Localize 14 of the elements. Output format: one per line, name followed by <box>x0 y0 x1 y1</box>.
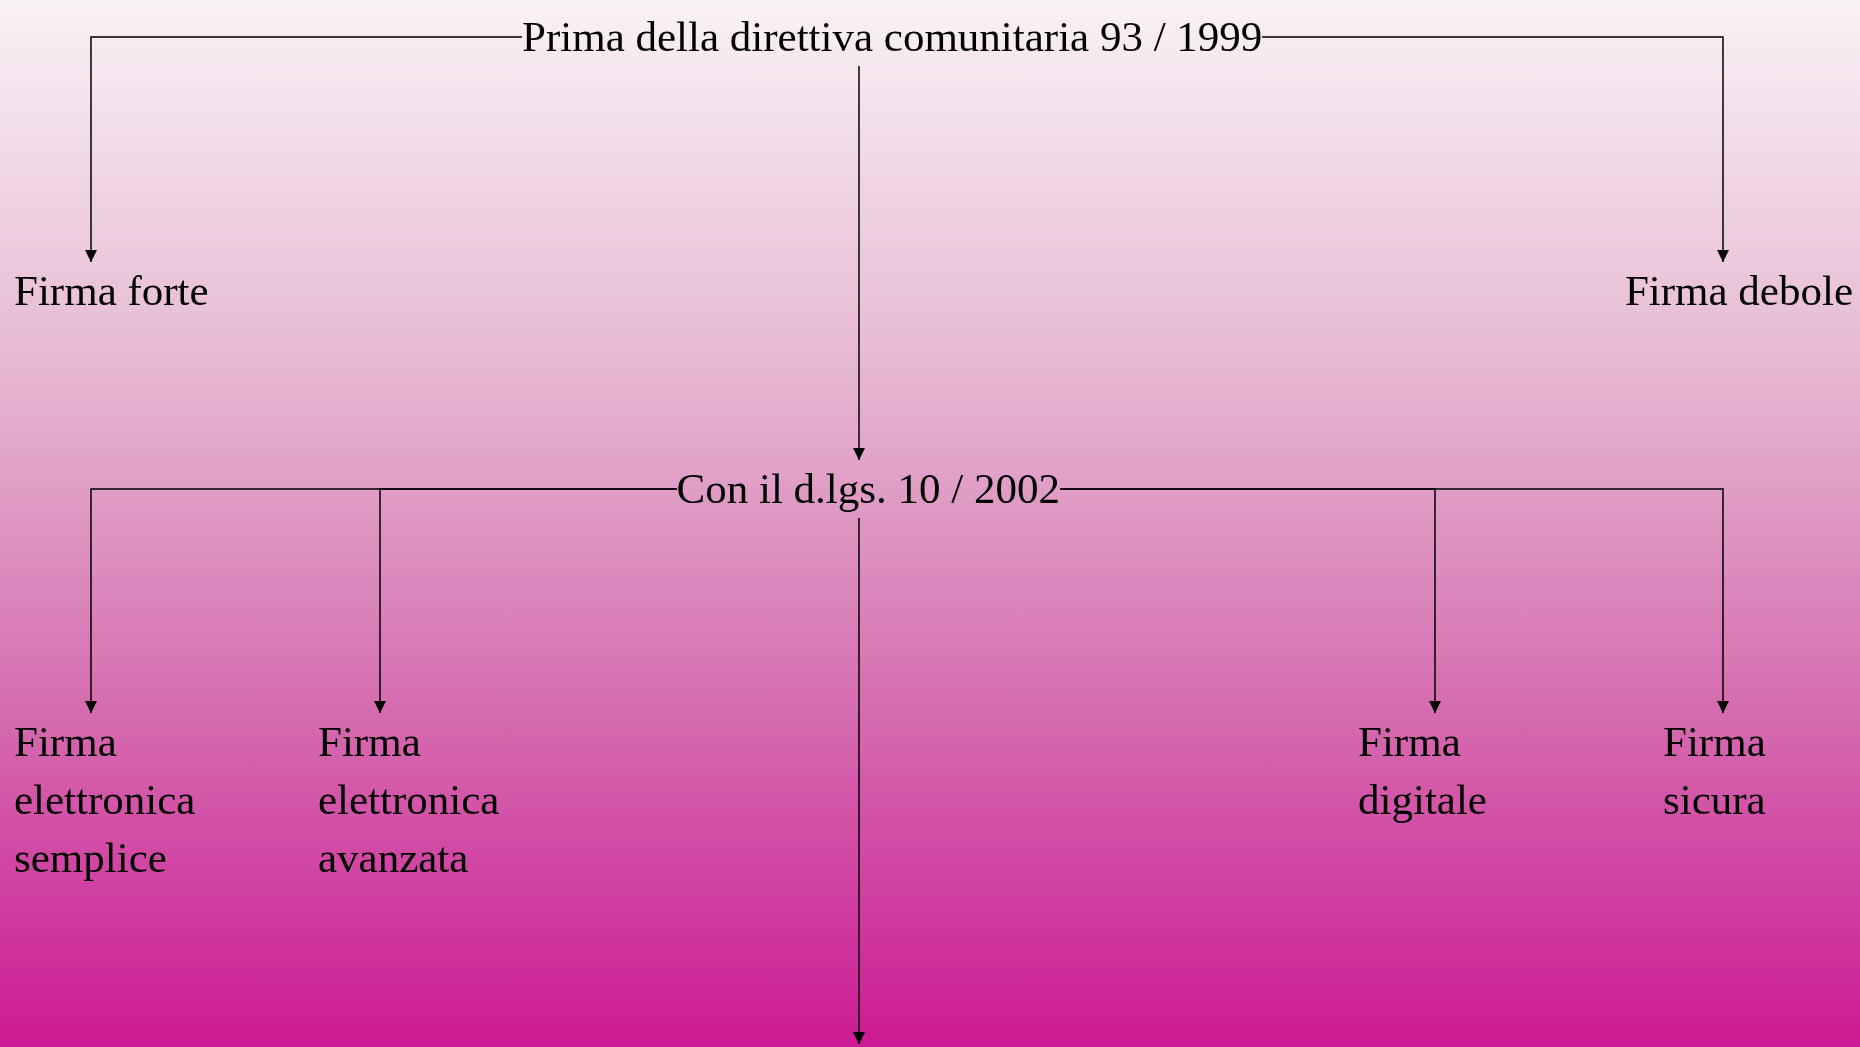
arrow <box>1059 488 1729 714</box>
node-label: Firma digitale <box>1358 717 1488 826</box>
node-label: Firma elettronica semplice <box>14 717 197 884</box>
arrow <box>853 65 865 461</box>
arrow <box>853 517 865 1045</box>
arrow <box>374 488 678 714</box>
arrow <box>85 36 523 263</box>
arrow <box>1261 36 1729 263</box>
node-label: Firma elettronica avanzata <box>318 717 501 884</box>
node-label: Firma forte <box>14 266 209 316</box>
node-label: Firma debole <box>1624 266 1853 316</box>
node-label: Prima della direttiva comunitaria 93 / 1999 <box>522 12 1263 62</box>
node-label: Con il d.lgs. 10 / 2002 <box>676 464 1060 514</box>
node-label: Firma sicura <box>1663 717 1767 826</box>
